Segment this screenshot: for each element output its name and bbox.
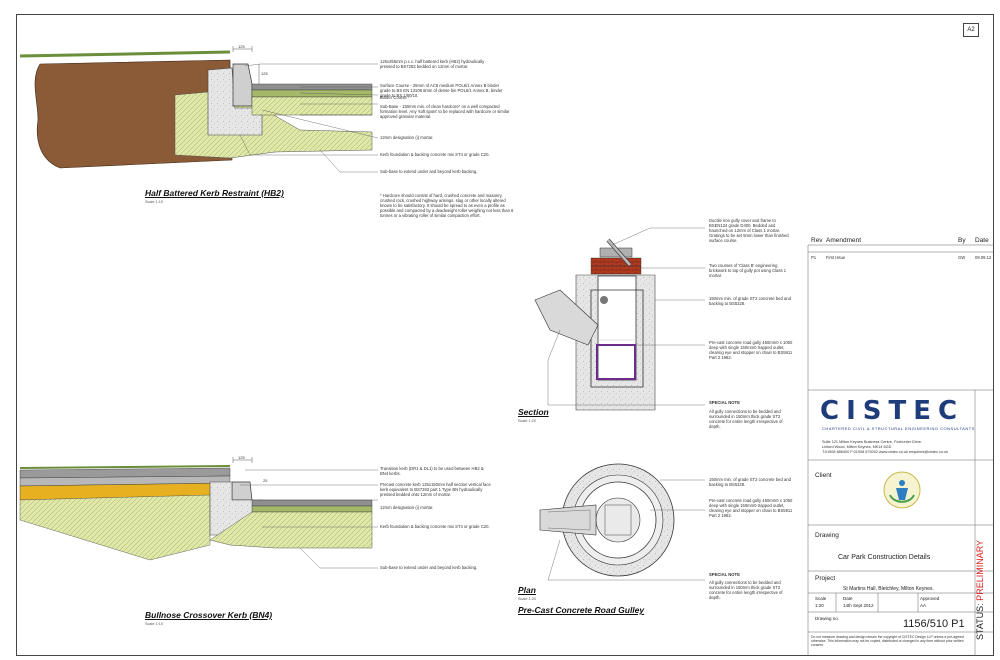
drawing-label: Drawing xyxy=(815,532,839,539)
plan-note-gully: Pre-cast concrete road gully 450mm0 x 10… xyxy=(709,498,793,518)
project-label: Project xyxy=(815,575,836,582)
hb2-note-binder: Binder Course - xyxy=(380,95,410,100)
company-tagline: CHARTERED CIVIL & STRUCTURAL ENGINEERING… xyxy=(822,426,975,431)
section-special-note: All gully connections to be bedded and s… xyxy=(709,409,783,429)
rev-row-amendment: First Issue xyxy=(826,255,846,260)
rev-header-date: Date xyxy=(975,237,989,244)
company-address: Suite 121 Milton Keynes Business Centre,… xyxy=(822,440,949,454)
bn4-drawing xyxy=(19,457,378,569)
bn4-note-extend: Sub-base to extend under and beyond kerb… xyxy=(380,565,478,570)
approved-label: Approved xyxy=(920,596,940,601)
section-special-label: SPECIAL NOTE xyxy=(709,400,740,405)
bn4-scale: Scale 1:10 xyxy=(145,622,163,626)
client-label: Client xyxy=(815,472,832,479)
bn4-note-mortar: 12mm designation (i) mortar. xyxy=(380,505,434,510)
plan-title: Plan xyxy=(518,585,536,595)
date-value: 14th Sept 2012 xyxy=(843,603,874,608)
plan-special-note: All gully connections to be bedded and s… xyxy=(709,580,783,600)
approved-value: AA xyxy=(920,603,927,608)
hb2-dim-top: 125 xyxy=(238,44,245,49)
hb2-note-surface: Surface Course - 25mm of AC6 medium POL6… xyxy=(380,83,503,98)
section-drawing xyxy=(534,227,705,411)
rev-header-rev: Rev xyxy=(811,237,823,244)
plan-note-bed: 150mm min. of grade ST2 concrete bed and… xyxy=(709,477,791,487)
drawing-number: 1156/510 P1 xyxy=(903,618,965,630)
section-note-brick: Two courses of 'Class B' engineering bri… xyxy=(709,263,787,278)
rev-header-by: By xyxy=(958,237,966,244)
status-prefix: STATUS: xyxy=(975,603,985,640)
client-logo xyxy=(883,471,921,509)
title-block-lines xyxy=(807,244,994,656)
status-value: PRELIMINARY xyxy=(975,539,985,601)
hb2-note-mortar: 12mm designation (i) mortar. xyxy=(380,135,434,140)
bn4-dim-side: 25 xyxy=(263,478,268,483)
rev-row-by: GW xyxy=(958,255,966,260)
scale-label: Scale xyxy=(815,596,827,601)
sheet-border xyxy=(16,14,994,656)
plan-special-label: SPECIAL NOTE xyxy=(709,572,740,577)
hb2-scale: Scale 1:10 xyxy=(145,200,163,204)
hb2-note-kerb: 125x255mm p.c.c. half battered kerb (HB2… xyxy=(380,59,485,69)
drawing-no-label: Drawing no. xyxy=(815,616,840,621)
drawing-title: Car Park Construction Details xyxy=(838,554,931,561)
company-logo: CISTEC xyxy=(820,396,965,426)
rev-header-amendment: Amendment xyxy=(826,237,862,244)
section-note-gully: Pre-cast concrete road gully 450mm0 x 10… xyxy=(709,340,793,360)
rev-row-rev: P1 xyxy=(811,255,817,260)
hb2-note-subbase: Sub-Base - 150mm min. of clean hardcore*… xyxy=(380,104,510,119)
scale-value: 1:20 xyxy=(815,603,824,608)
bn4-note-foundation: Kerb foundation & backing concrete mix S… xyxy=(380,524,490,529)
gulley-title: Pre-Cast Concrete Road Gulley xyxy=(518,605,645,615)
hb2-dim-side: 125 xyxy=(261,71,268,76)
status-stamp: STATUS: PRELIMINARY xyxy=(975,540,985,640)
bn4-note-kerb: Precast concrete kerb 125x150mm half sec… xyxy=(380,482,491,497)
hb2-note-extend: Sub-base to extend under and beyond kerb… xyxy=(380,169,478,174)
rev-row-date: 09.09.12 xyxy=(975,255,992,260)
bn4-title: Bullnose Crossover Kerb (BN4) xyxy=(145,610,273,620)
plan-scale: Scale 1:20 xyxy=(518,597,536,601)
hb2-note-hardcore: * Hardcore should consist of hard, crush… xyxy=(380,193,514,218)
project-name: St Martins Hall, Bletchley, Milton Keyne… xyxy=(843,586,934,592)
hb2-drawing xyxy=(19,46,379,173)
sheet-size-box: A2 xyxy=(963,23,979,37)
hb2-note-foundation: Kerb foundation & backing concrete mix S… xyxy=(380,152,490,157)
date-label: Date xyxy=(843,596,853,601)
bn4-dim-top: 125 xyxy=(238,455,245,460)
bn4-note-transition: Transition kerb (DR1 & DL1) to be used b… xyxy=(380,466,484,476)
section-note-bed: 150mm min. of grade ST2 concrete bed and… xyxy=(709,296,791,306)
section-note-cover: Ductile iron gully cover and frame to BS… xyxy=(709,218,789,243)
section-scale: Scale 1:20 xyxy=(518,419,536,423)
section-title: Section xyxy=(518,407,549,417)
hb2-title: Half Battered Kerb Restraint (HB2) xyxy=(145,188,284,198)
plan-drawing xyxy=(539,463,705,581)
copyright-note: Do not measure drawing and design remain… xyxy=(811,635,964,647)
